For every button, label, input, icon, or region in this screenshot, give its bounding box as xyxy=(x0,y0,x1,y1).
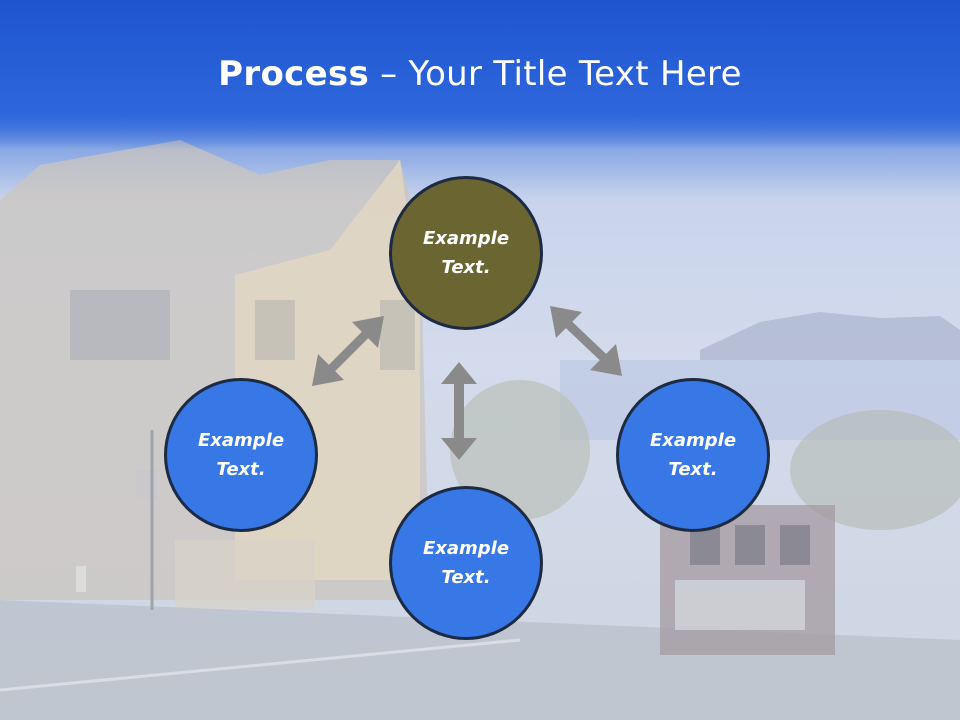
node-top-label: Example Text. xyxy=(422,228,510,278)
process-node-top: Example Text. xyxy=(389,176,543,330)
node-bottom-label: Example Text. xyxy=(422,538,510,588)
process-node-left: Example Text. xyxy=(164,378,318,532)
process-node-right: Example Text. xyxy=(616,378,770,532)
arrow-top-left xyxy=(312,316,384,386)
title-bar xyxy=(0,0,960,150)
process-node-bottom: Example Text. xyxy=(389,486,543,640)
title-bold-part: Process xyxy=(218,54,370,94)
node-left-label: Example Text. xyxy=(197,430,285,480)
title-text-part: – Your Title Text Here xyxy=(369,54,742,94)
node-right-label: Example Text. xyxy=(649,430,737,480)
arrow-center-vertical xyxy=(441,362,477,460)
slide-title: Process – Your Title Text Here xyxy=(0,54,960,94)
arrow-top-right xyxy=(550,306,622,376)
